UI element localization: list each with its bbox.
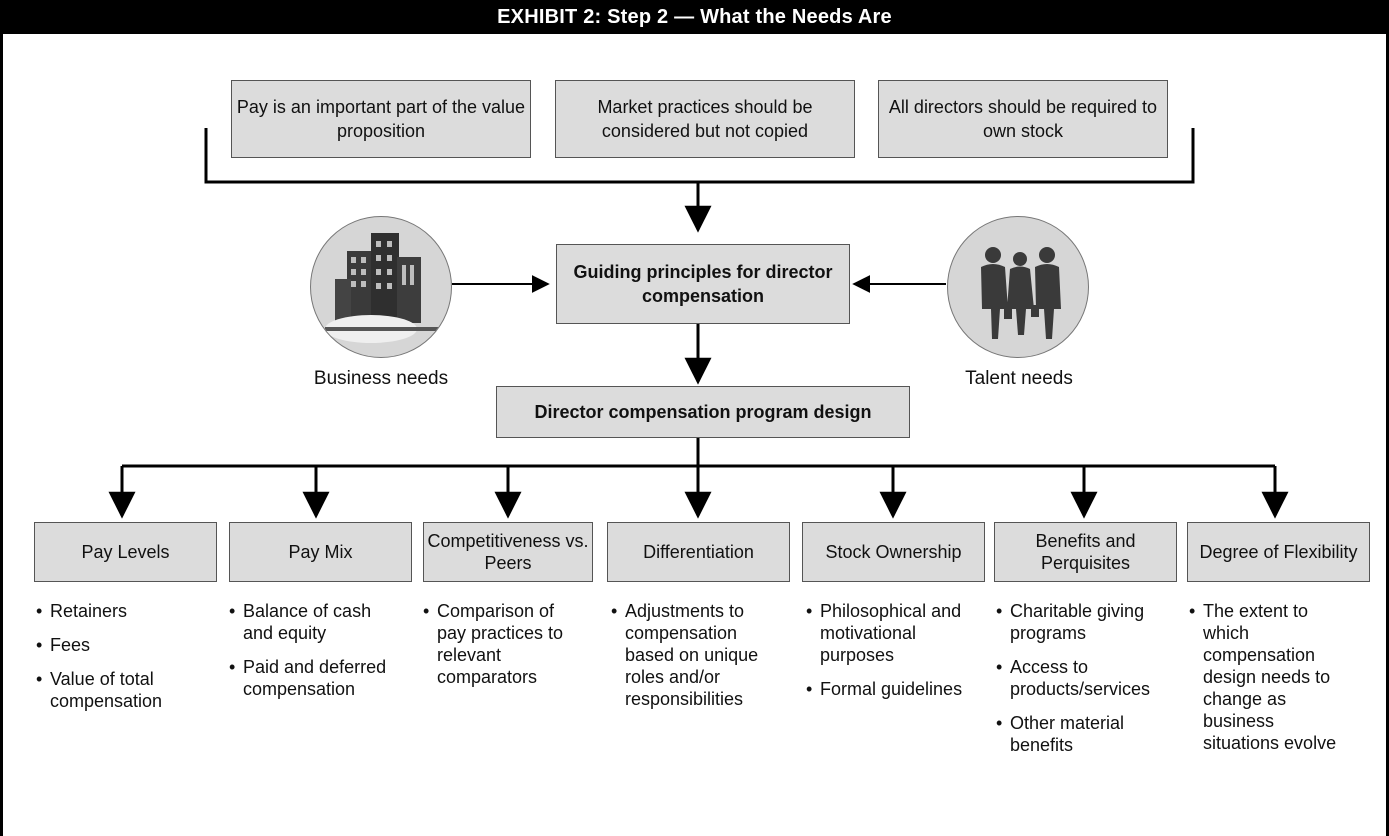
column-differentiation: Differentiation xyxy=(607,522,790,582)
business-needs-label: Business needs xyxy=(313,368,449,389)
bullet-item: Balance of cash and equity xyxy=(229,600,399,644)
pay-levels-bullets: Retainers Fees Value of total compensati… xyxy=(36,600,206,724)
bullet-item: Fees xyxy=(36,634,206,656)
bullet-item: Comparison of pay practices to relevant … xyxy=(423,600,585,688)
city-buildings-icon xyxy=(310,216,452,358)
stock-ownership-bullets: Philosophical and motivational purposes … xyxy=(806,600,988,712)
bullet-item: Philosophical and motivational purposes xyxy=(806,600,988,666)
bullet-item: Charitable giving programs xyxy=(996,600,1182,644)
pay-mix-bullets: Balance of cash and equity Paid and defe… xyxy=(229,600,399,712)
competitiveness-bullets: Comparison of pay practices to relevant … xyxy=(423,600,585,700)
differentiation-bullets: Adjustments to compensation based on uni… xyxy=(611,600,791,722)
guiding-principles-box: Guiding principles for director compensa… xyxy=(556,244,850,324)
column-competitiveness: Competitiveness vs. Peers xyxy=(423,522,593,582)
column-flexibility: Degree of Flexibility xyxy=(1187,522,1370,582)
top-box-value-proposition: Pay is an important part of the value pr… xyxy=(231,80,531,158)
column-stock-ownership: Stock Ownership xyxy=(802,522,985,582)
bullet-item: Adjustments to compensation based on uni… xyxy=(611,600,791,710)
top-box-stock-ownership: All directors should be required to own … xyxy=(878,80,1168,158)
exhibit-title: EXHIBIT 2: Step 2 — What the Needs Are xyxy=(0,0,1389,34)
talent-needs-label: Talent needs xyxy=(965,368,1073,389)
bullet-item: Paid and deferred compensation xyxy=(229,656,399,700)
bullet-item: Formal guidelines xyxy=(806,678,988,700)
bullet-item: Access to products/services xyxy=(996,656,1182,700)
bullet-item: Value of total compensation xyxy=(36,668,206,712)
business-people-icon xyxy=(947,216,1089,358)
bullet-item: Retainers xyxy=(36,600,206,622)
column-pay-levels: Pay Levels xyxy=(34,522,217,582)
column-pay-mix: Pay Mix xyxy=(229,522,412,582)
program-design-box: Director compensation program design xyxy=(496,386,910,438)
bullet-item: The extent to which compensation design … xyxy=(1189,600,1349,754)
benefits-bullets: Charitable giving programs Access to pro… xyxy=(996,600,1182,768)
flexibility-bullets: The extent to which compensation design … xyxy=(1189,600,1349,766)
column-benefits: Benefits and Perquisites xyxy=(994,522,1177,582)
bullet-item: Other material benefits xyxy=(996,712,1182,756)
top-box-market-practices: Market practices should be considered bu… xyxy=(555,80,855,158)
